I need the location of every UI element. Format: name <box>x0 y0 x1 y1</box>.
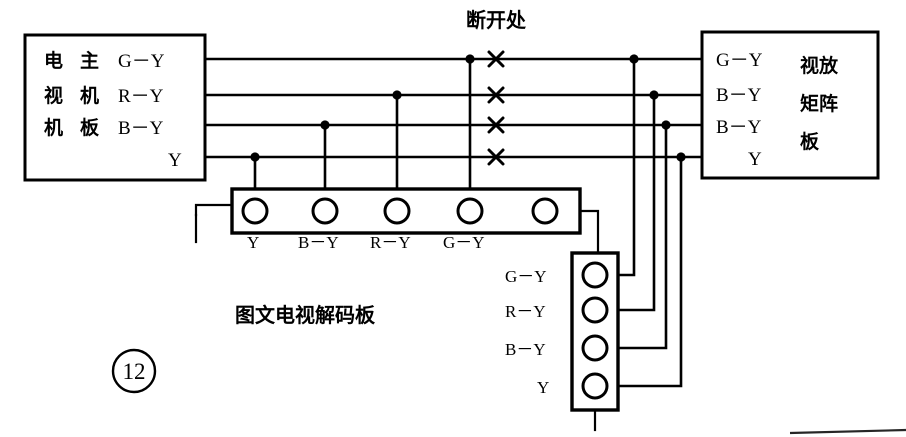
page-edge-artifact <box>789 428 906 435</box>
v-pin-3-b-y[interactable] <box>581 334 609 362</box>
bus-junction-dots-right <box>629 54 686 162</box>
break-mark-b-y <box>487 116 505 134</box>
junction-dot-b-y-left <box>320 120 330 130</box>
tap-line-b-y <box>616 123 668 350</box>
break-mark-r-y <box>487 86 505 104</box>
left-board-box <box>23 33 207 182</box>
junction-dot-g-y-right <box>629 54 639 64</box>
bus-junction-dots-left <box>250 54 475 162</box>
h-pin-4-g-y[interactable] <box>456 197 484 225</box>
h-pin-5-spare[interactable] <box>531 197 559 225</box>
tap-line-g-y <box>616 57 636 277</box>
horizontal-connector-body[interactable] <box>230 187 582 235</box>
connector-right-lug <box>578 209 600 255</box>
decoder-drop-lines <box>253 57 472 202</box>
h-pin-2-b-y[interactable] <box>311 197 339 225</box>
tap-line-y <box>616 155 683 388</box>
break-mark-y <box>487 148 505 166</box>
v-pin-1-g-y[interactable] <box>581 261 609 289</box>
junction-dot-r-y-left <box>392 90 402 100</box>
signal-bus-lines <box>203 57 704 159</box>
right-board-rect <box>700 30 880 180</box>
right-board-box <box>700 30 880 180</box>
junction-dot-y-right <box>676 152 686 162</box>
matrix-tap-lines <box>616 57 683 388</box>
vertical-connector[interactable] <box>570 251 620 432</box>
junction-dot-y-left <box>250 152 260 162</box>
v-pin-4-y[interactable] <box>581 372 609 400</box>
h-pin-3-r-y[interactable] <box>383 197 411 225</box>
break-mark-g-y <box>487 50 505 68</box>
connector-left-lug <box>194 203 234 217</box>
junction-dot-b-y-right <box>661 120 671 130</box>
tap-line-r-y <box>616 93 656 312</box>
horizontal-connector[interactable] <box>194 187 600 255</box>
break-marks-group <box>487 50 505 166</box>
junction-dot-r-y-right <box>649 90 659 100</box>
junction-dot-g-y-left <box>465 54 475 64</box>
figure-number-badge <box>111 348 157 394</box>
h-pin-1-y[interactable] <box>241 197 269 225</box>
left-board-rect <box>23 33 207 182</box>
figure-number-circle <box>111 348 157 394</box>
v-pin-2-r-y[interactable] <box>581 296 609 324</box>
